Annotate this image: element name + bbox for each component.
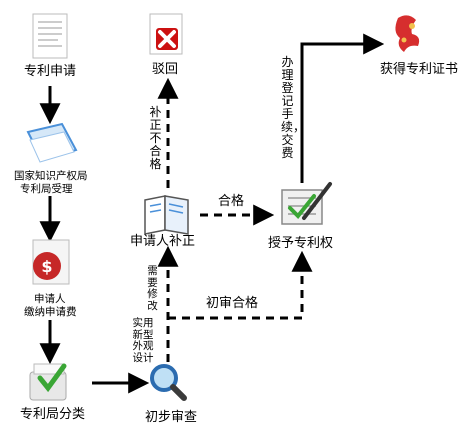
arrow-exam-to-grant <box>168 250 313 320</box>
node-cnipa-accept-line1: 国家知识产权局 <box>14 170 88 182</box>
accepted-document-icon <box>26 122 78 163</box>
open-book-icon <box>144 195 189 235</box>
node-pay-fee-line2: 缴纳申请费 <box>24 306 77 318</box>
edge-label-utility-design: 实用新型外观设计 <box>132 317 154 364</box>
node-grant: 授予专利权 <box>268 236 334 251</box>
edge-label-register-and-pay: 办理登记手续，交费 <box>281 55 306 160</box>
node-patent-apply: 专利申请 <box>24 64 77 79</box>
coin-icon: $ <box>32 239 70 285</box>
edge-label-correction-failed: 补正不合格 <box>149 105 162 171</box>
magnifier-icon <box>150 364 187 401</box>
reject-x-icon <box>149 13 183 55</box>
svg-text:$: $ <box>41 257 52 276</box>
node-preliminary-exam: 初步审查 <box>145 410 198 425</box>
node-cnipa-accept-line2: 专利局受理 <box>20 183 73 195</box>
edge-label-qualified: 合格 <box>218 194 245 209</box>
node-classify: 专利局分类 <box>20 407 86 422</box>
node-applicant-correction: 申请人补正 <box>130 234 196 249</box>
document-icon <box>32 13 68 59</box>
node-pay-fee-line1: 申请人 <box>34 293 66 305</box>
clipboard-check-icon <box>281 182 332 225</box>
node-reject: 驳回 <box>152 62 179 77</box>
node-obtain-certificate: 获得专利证书 <box>380 62 459 77</box>
edge-label-needs-revision: 需要修改 <box>147 265 158 312</box>
arrow-grant-to-certificate <box>300 33 385 183</box>
folder-check-icon <box>29 363 67 401</box>
certificate-icon <box>395 15 420 52</box>
edge-label-preliminary-pass: 初审合格 <box>206 296 259 311</box>
